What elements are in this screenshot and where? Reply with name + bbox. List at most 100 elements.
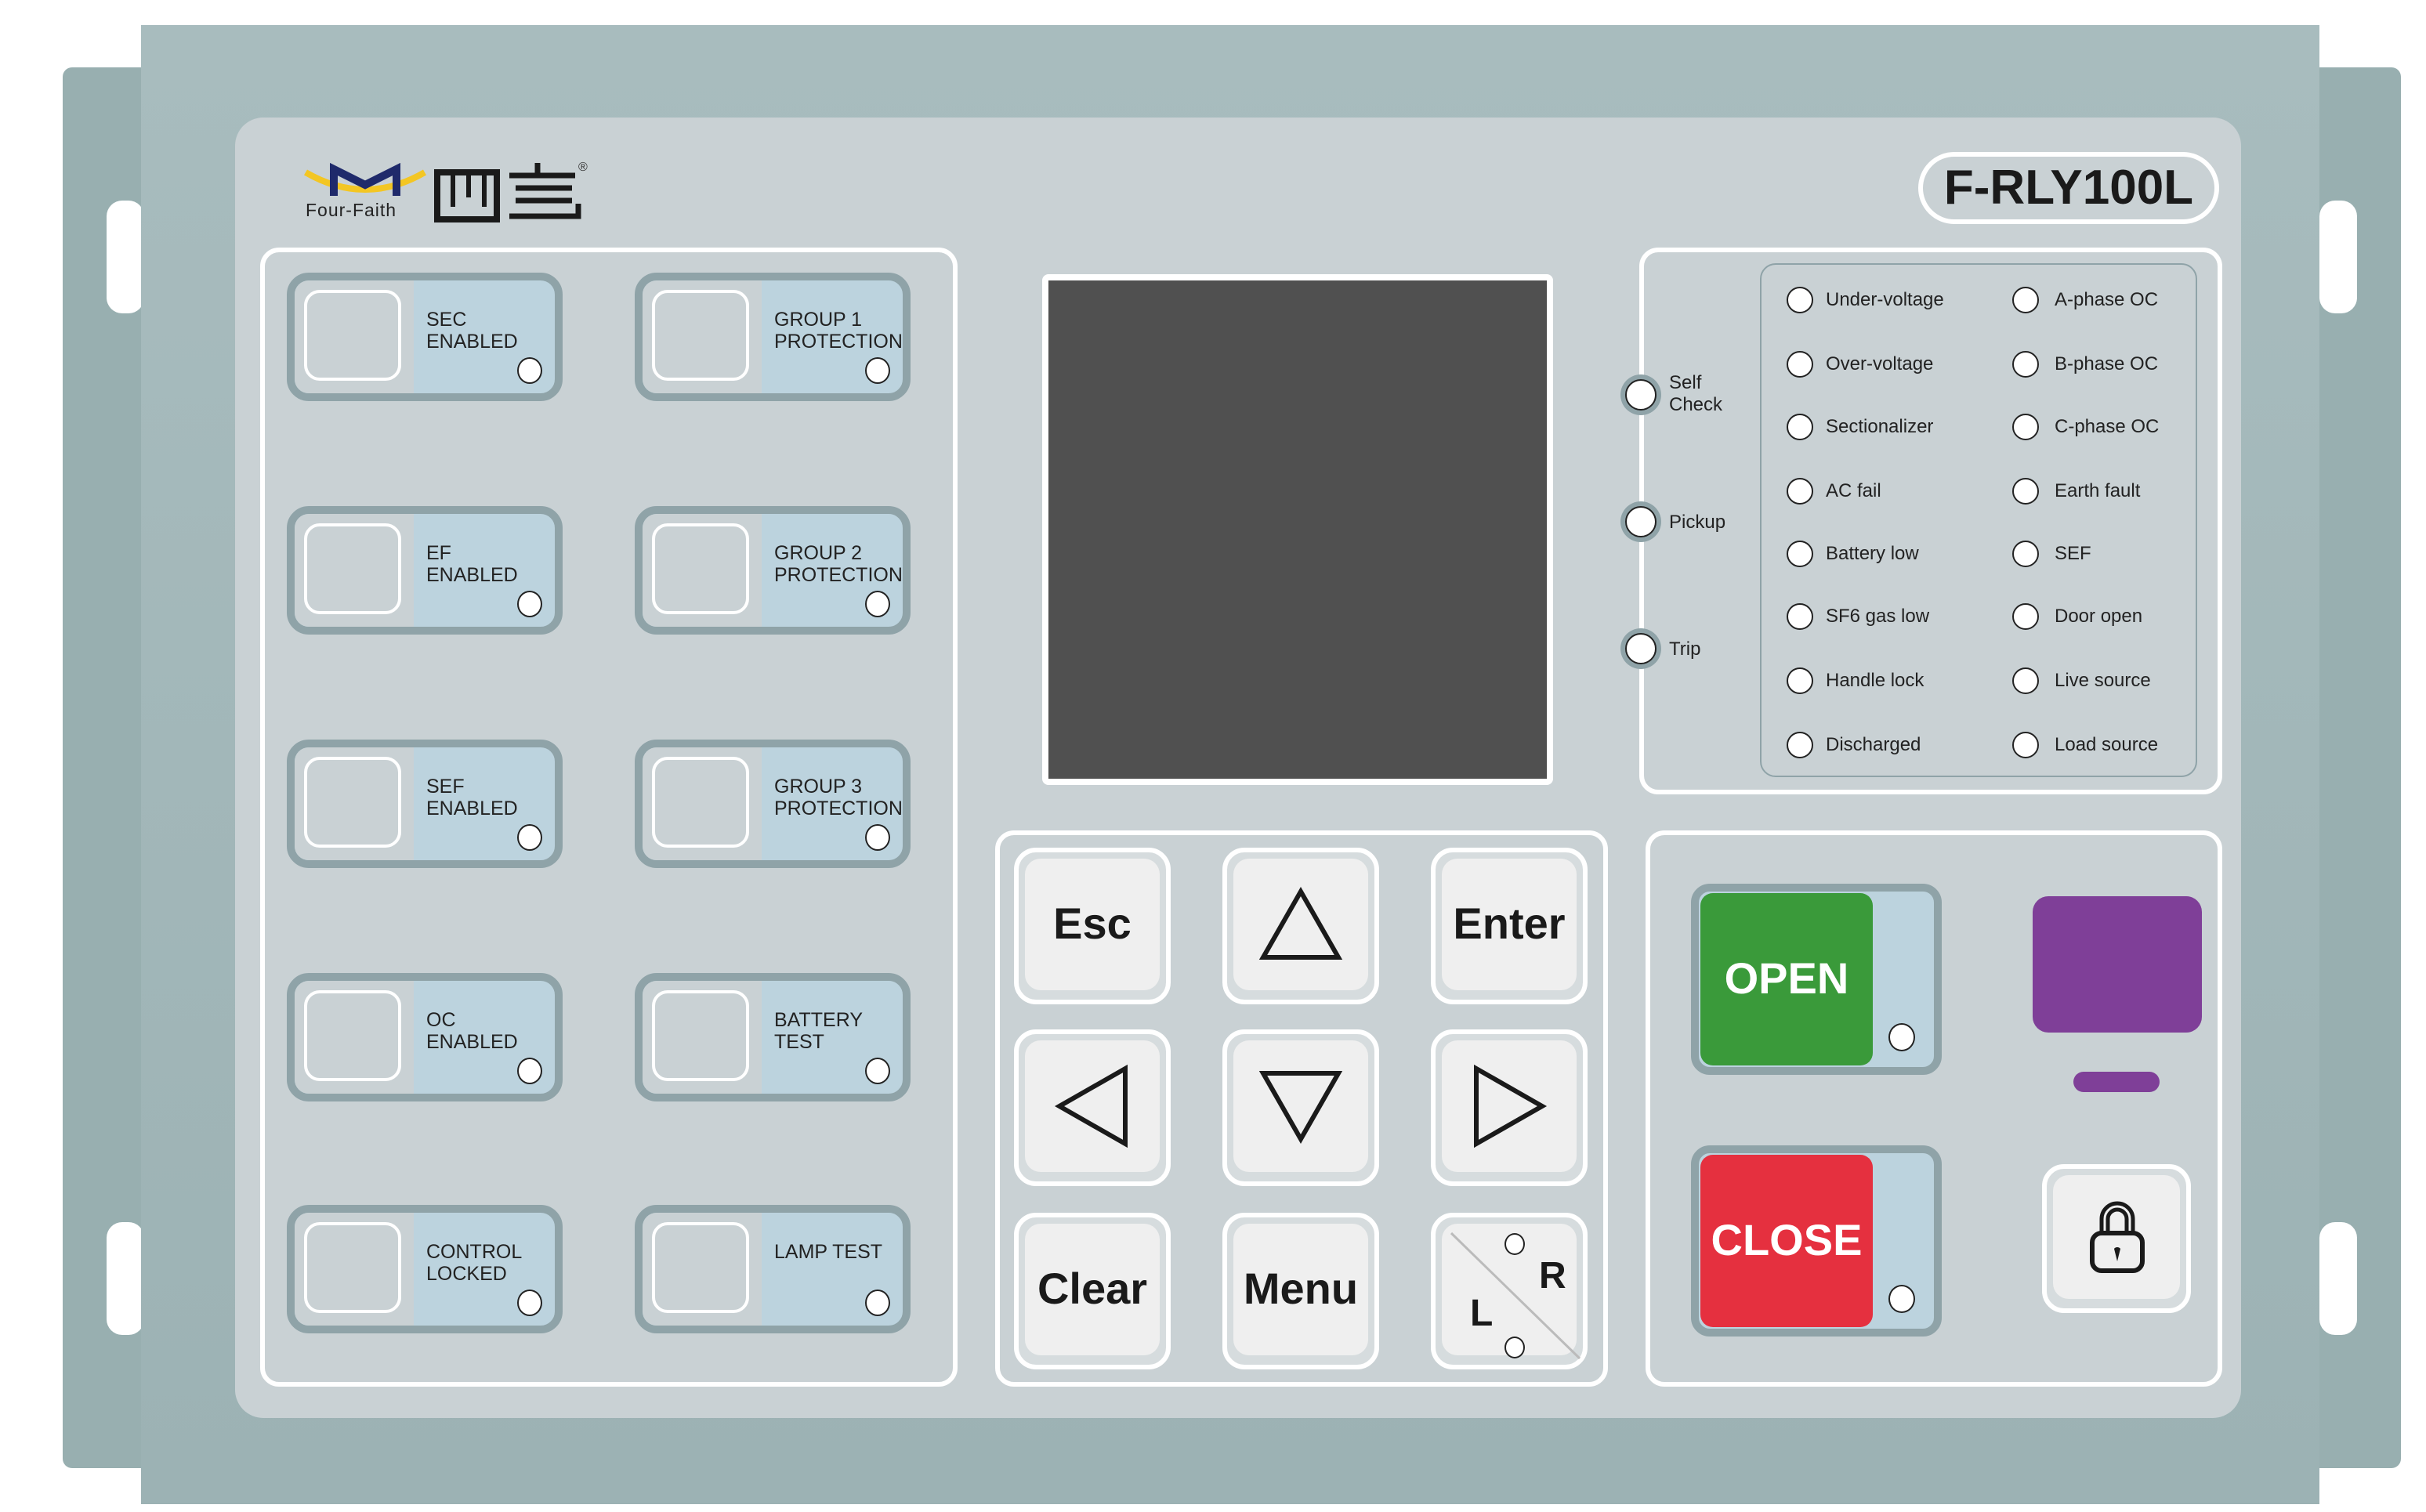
alarm-led — [1787, 351, 1813, 378]
alarm-led-label: Over-voltage — [1826, 353, 1934, 374]
local-remote-button[interactable]: L R — [1431, 1213, 1588, 1369]
close-button[interactable]: CLOSE — [1691, 1145, 1942, 1337]
function-button[interactable]: GROUP 2 PROTECTION — [635, 506, 911, 635]
lcd-display — [1042, 274, 1553, 785]
alarm-led — [1787, 603, 1813, 630]
function-led — [517, 591, 542, 617]
function-button-label: GROUP 2 PROTECTION — [774, 542, 903, 586]
function-key-panel — [260, 248, 958, 1387]
function-button[interactable]: BATTERY TEST — [635, 973, 911, 1101]
enter-button[interactable]: Enter — [1431, 848, 1588, 1004]
function-button[interactable]: LAMP TEST — [635, 1205, 911, 1333]
button-face — [295, 981, 414, 1094]
lock-button[interactable] — [2042, 1164, 2191, 1313]
alarm-led-label: SEF — [2055, 542, 2091, 564]
local-label: L — [1470, 1293, 1494, 1335]
function-button[interactable]: GROUP 3 PROTECTION — [635, 740, 911, 868]
mounting-slot — [2319, 1222, 2357, 1335]
button-face — [295, 280, 414, 393]
button-face — [643, 747, 762, 860]
clear-button[interactable]: Clear — [1014, 1213, 1171, 1369]
function-button-label: GROUP 3 PROTECTION — [774, 776, 903, 819]
alarm-led — [1787, 478, 1813, 505]
function-led — [865, 591, 890, 617]
left-button[interactable] — [1014, 1029, 1171, 1186]
alarm-led-label: Door open — [2055, 605, 2143, 627]
purple-indicator-window — [2033, 896, 2202, 1033]
function-button[interactable]: SEC ENABLED — [287, 273, 563, 401]
function-led — [517, 1290, 542, 1316]
open-button[interactable]: OPEN — [1691, 884, 1942, 1075]
function-led — [865, 1290, 890, 1316]
function-led — [517, 1058, 542, 1084]
esc-label: Esc — [1025, 859, 1160, 990]
button-face — [643, 981, 762, 1094]
function-button-label: SEF ENABLED — [426, 776, 518, 819]
alarm-led-label: Under-voltage — [1826, 288, 1944, 310]
alarm-led-label: Discharged — [1826, 733, 1921, 755]
function-button-label: LAMP TEST — [774, 1241, 883, 1263]
function-led — [865, 357, 890, 384]
triangle-left-icon — [1054, 1064, 1128, 1148]
function-button[interactable]: SEF ENABLED — [287, 740, 563, 868]
alarm-led-label: C-phase OC — [2055, 415, 2160, 437]
alarm-led — [2012, 414, 2039, 440]
local-led — [1504, 1337, 1525, 1358]
enter-label: Enter — [1442, 859, 1577, 990]
status-led — [1620, 628, 1661, 669]
alarm-led — [2012, 603, 2039, 630]
function-button-label: SEC ENABLED — [426, 309, 518, 353]
function-led — [517, 357, 542, 384]
alarm-led — [2012, 287, 2039, 313]
keypad-panel — [995, 830, 1608, 1387]
menu-button[interactable]: Menu — [1222, 1213, 1379, 1369]
alarm-led-label: Earth fault — [2055, 479, 2141, 501]
status-led-label: Self Check — [1669, 371, 1723, 415]
alarm-led — [1787, 667, 1813, 694]
button-face — [643, 514, 762, 627]
diagonal-divider — [1450, 1232, 1581, 1360]
up-button[interactable] — [1222, 848, 1379, 1004]
function-button-label: GROUP 1 PROTECTION — [774, 309, 903, 353]
function-led — [865, 824, 890, 851]
function-button[interactable]: EF ENABLED — [287, 506, 563, 635]
alarm-led-label: Battery low — [1826, 542, 1919, 564]
remote-label: R — [1539, 1255, 1566, 1297]
logo-text: Four-Faith — [306, 202, 397, 221]
button-face — [295, 1213, 414, 1326]
function-button-label: CONTROL LOCKED — [426, 1241, 523, 1285]
function-button[interactable]: GROUP 1 PROTECTION — [635, 273, 911, 401]
button-face — [643, 1213, 762, 1326]
status-led-label: Trip — [1669, 638, 1701, 660]
alarm-led — [1787, 414, 1813, 440]
button-face — [643, 280, 762, 393]
padlock-icon — [2089, 1200, 2144, 1272]
brand-logo: Four-Faith ® — [302, 157, 600, 227]
remote-led — [1504, 1233, 1525, 1255]
alarm-led — [2012, 667, 2039, 694]
function-led — [865, 1058, 890, 1084]
alarm-led — [2012, 478, 2039, 505]
alarm-led-label: Sectionalizer — [1826, 415, 1934, 437]
open-label: OPEN — [1700, 893, 1873, 1065]
status-led-label: Pickup — [1669, 511, 1726, 533]
function-button-label: BATTERY TEST — [774, 1009, 863, 1053]
right-button[interactable] — [1431, 1029, 1588, 1186]
down-button[interactable] — [1222, 1029, 1379, 1186]
triangle-right-icon — [1474, 1064, 1548, 1148]
purple-indicator-bar — [2073, 1072, 2160, 1092]
alarm-led-label: SF6 gas low — [1826, 605, 1930, 627]
clear-label: Clear — [1025, 1224, 1160, 1355]
function-button[interactable]: CONTROL LOCKED — [287, 1205, 563, 1333]
alarm-led — [1787, 541, 1813, 567]
function-button[interactable]: OC ENABLED — [287, 973, 563, 1101]
triangle-down-icon — [1258, 1071, 1343, 1145]
alarm-led — [1787, 287, 1813, 313]
esc-button[interactable]: Esc — [1014, 848, 1171, 1004]
function-led — [517, 824, 542, 851]
mounting-slot — [107, 1222, 144, 1335]
status-led — [1620, 374, 1661, 415]
triangle-up-icon — [1258, 886, 1343, 960]
alarm-led-label: Load source — [2055, 733, 2159, 755]
